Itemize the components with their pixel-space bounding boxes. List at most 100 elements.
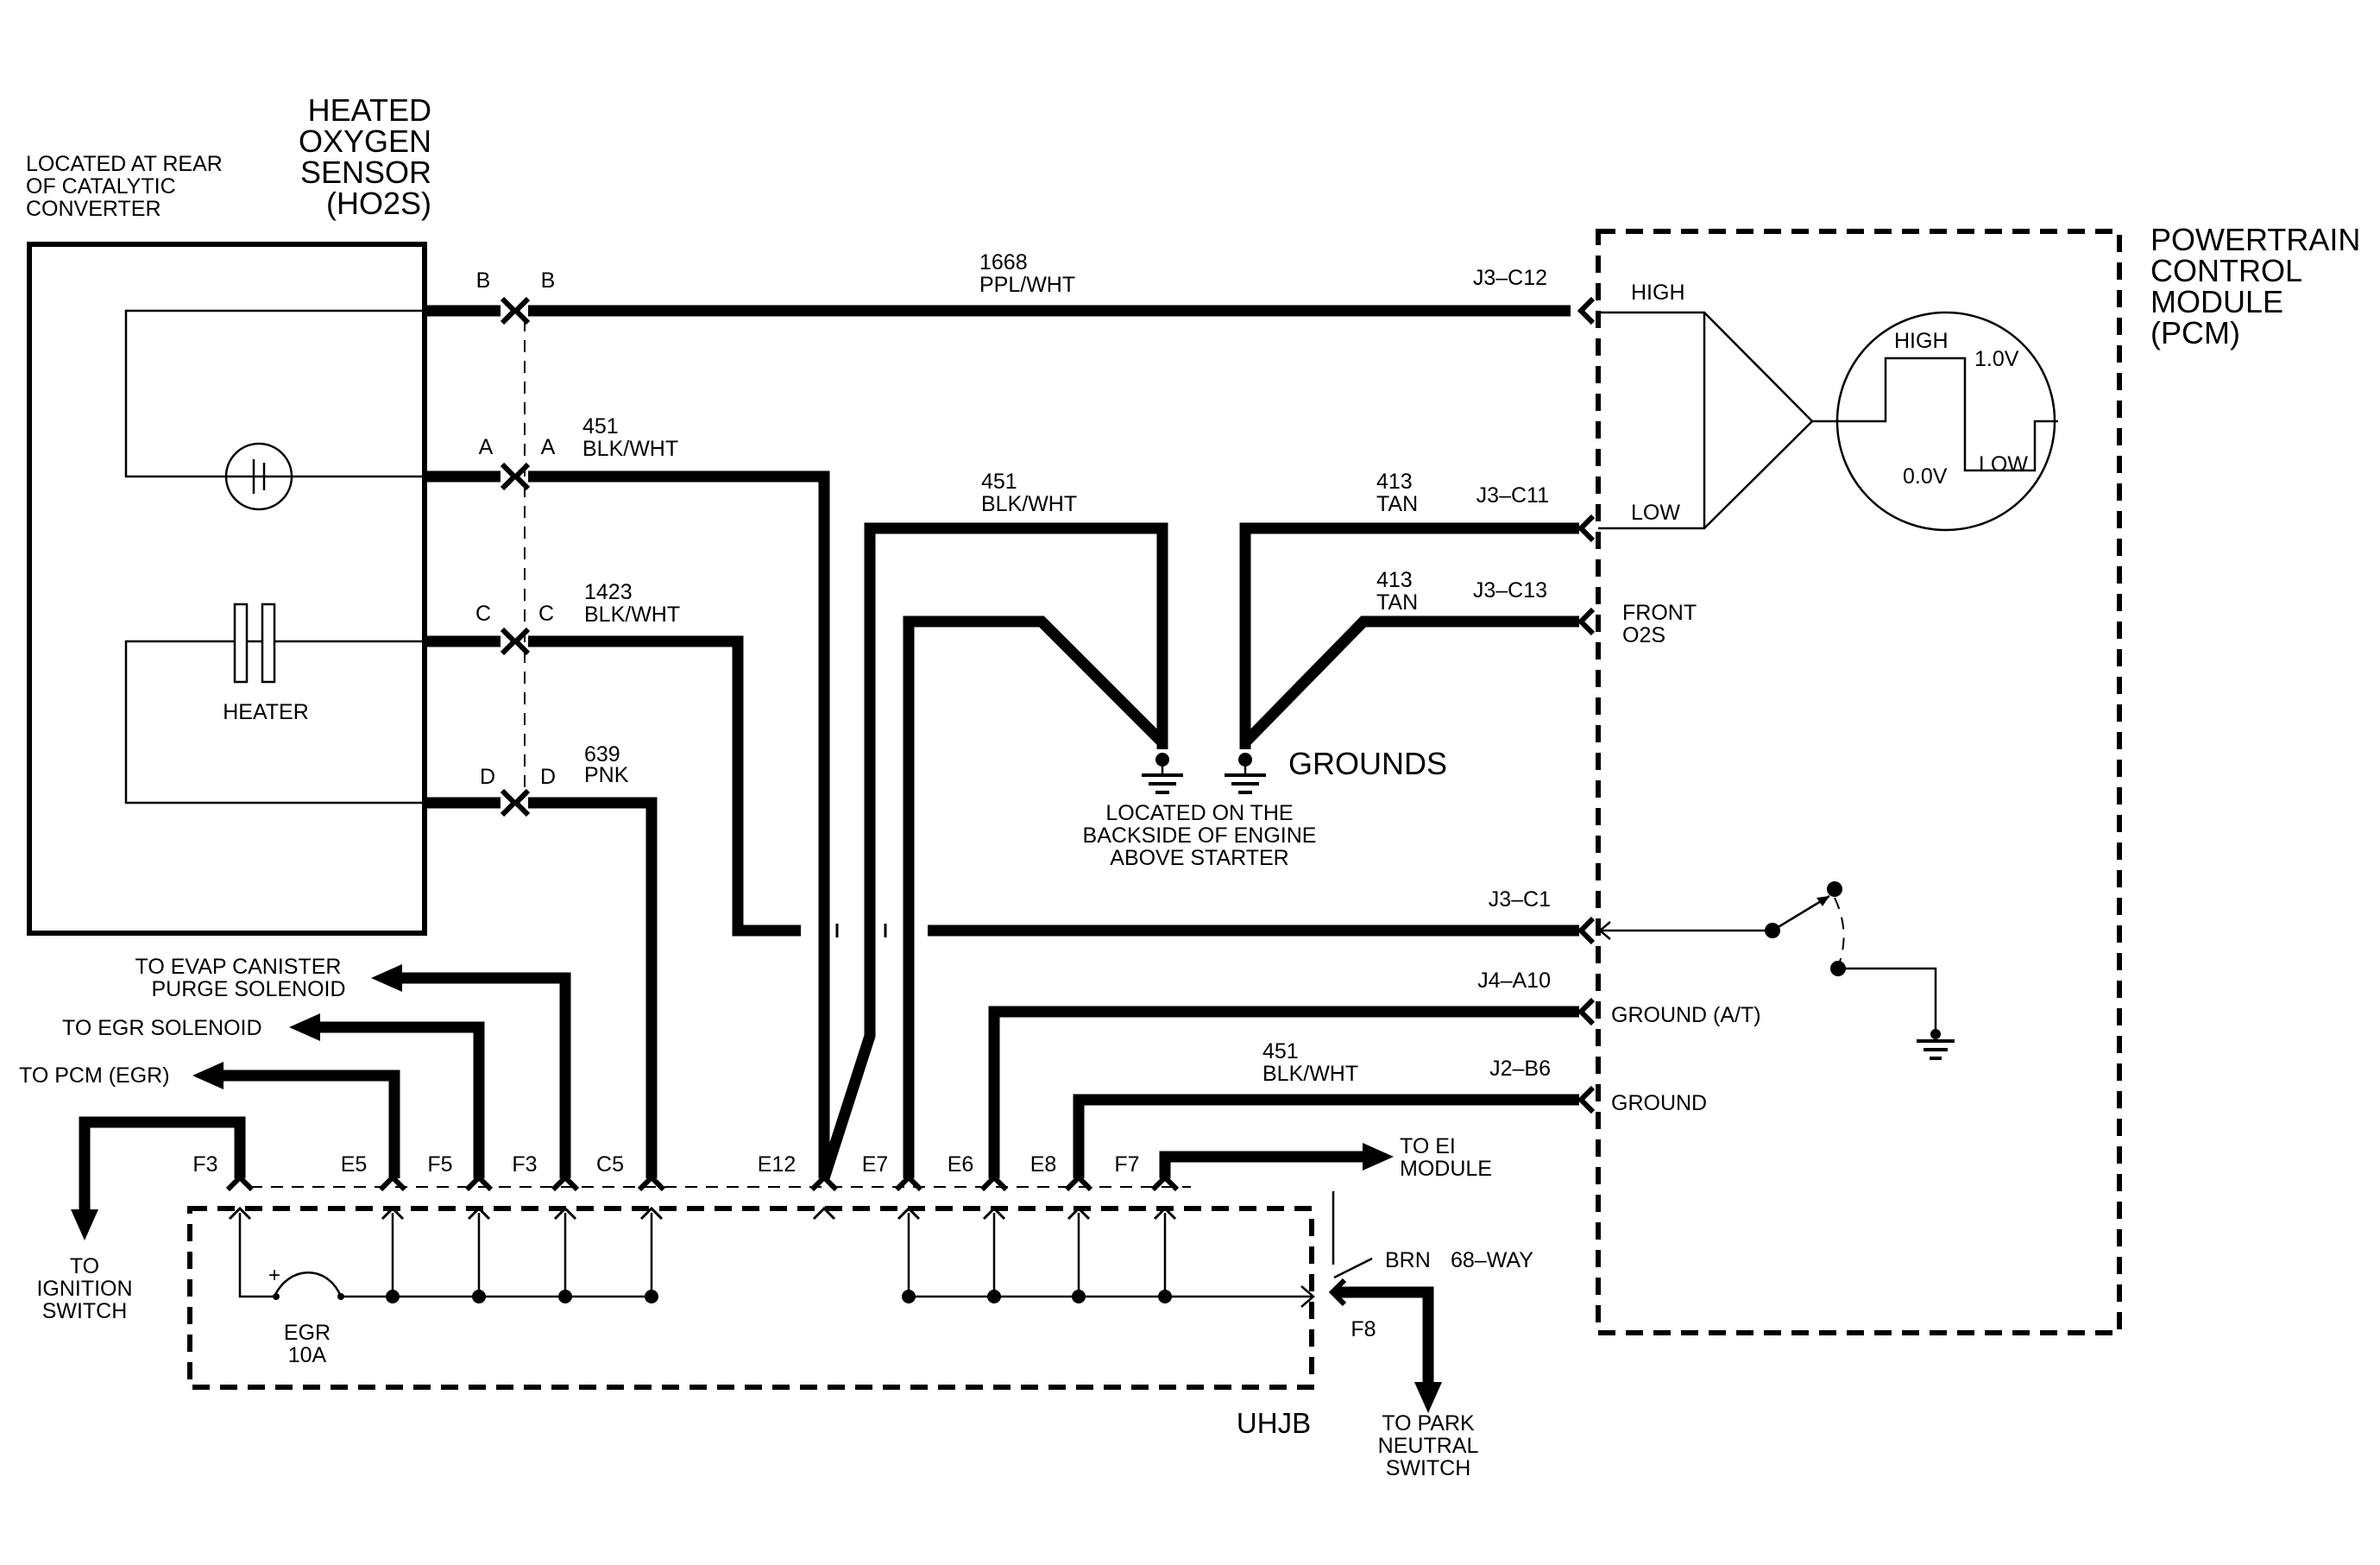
conn-j3-c13: J3–C13 (1473, 578, 1547, 603)
to-pcm-egr-label: TO PCM (EGR) (19, 1063, 170, 1088)
uhjb-terminal-chevrons (225, 1173, 1180, 1192)
terminal-e6: E6 (948, 1152, 974, 1177)
scope-high-label: HIGH (1894, 329, 1949, 353)
pcm-title: POWERTRAIN CONTROL MODULE (PCM) (2150, 222, 2360, 350)
svg-text:TO: TO (70, 1254, 99, 1278)
conn-j4-a10: J4–A10 (1477, 969, 1551, 993)
uhjb-internal-bus-left (238, 1213, 653, 1298)
brn-leader (1333, 1257, 1373, 1279)
pin-letter-d: D (540, 765, 556, 789)
uhjb-splice-dots (386, 1290, 658, 1303)
arrow-to-egr-solenoid-icon (289, 1013, 320, 1041)
wire-413-b (1243, 615, 1579, 745)
wire-413b-color: TAN (1376, 590, 1418, 615)
pin-letter-d: D (480, 765, 495, 789)
to-ei-module-label: MODULE (1400, 1157, 1492, 1181)
heater-element-symbol (233, 603, 276, 684)
pin-letter-c: C (538, 602, 554, 626)
svg-text:(HO2S): (HO2S) (326, 186, 431, 221)
fuse-rating: 10A (288, 1343, 327, 1367)
wire-451b-color: BLK/WHT (981, 492, 1077, 516)
to-evap-label: PURGE SOLENOID (151, 977, 345, 1001)
wire-1668-color: PPL/WHT (979, 273, 1075, 297)
f8-connector-chevron (1328, 1278, 1347, 1307)
wire-413-a (1239, 522, 1579, 749)
to-ei-module-label: TO EI (1400, 1134, 1456, 1158)
pcm-input-ground-at: GROUND (A/T) (1611, 1003, 1761, 1027)
svg-text:POWERTRAIN: POWERTRAIN (2150, 222, 2360, 257)
sensor-box (27, 242, 427, 936)
svg-text:HEATED: HEATED (308, 92, 431, 128)
conn-j3-c11: J3–C11 (1476, 483, 1549, 508)
ground-symbol (1225, 753, 1266, 794)
wire-413a-color: TAN (1376, 492, 1418, 516)
svg-text:CONTROL: CONTROL (2150, 253, 2302, 288)
fuse-plus: + (268, 1264, 280, 1287)
pcm-ground-switch (1598, 881, 1955, 1060)
pin-letter-b: B (476, 268, 491, 293)
svg-text:NEUTRAL: NEUTRAL (1378, 1434, 1479, 1458)
egr-fuse-icon (273, 1272, 343, 1297)
wire-1423 (528, 635, 801, 937)
arrow-to-evap-icon (371, 964, 402, 992)
grounds-label: GROUNDS (1288, 746, 1447, 781)
svg-text:ABOVE STARTER: ABOVE STARTER (1110, 846, 1288, 870)
wire-1668-number: 1668 (979, 250, 1028, 275)
terminal-f7: F7 (1114, 1152, 1139, 1177)
pcm-input-low: LOW (1631, 501, 1680, 525)
wire-451-a (528, 470, 830, 1178)
conn-j3-c1: J3–C1 (1489, 887, 1551, 912)
wire-to-ei-module (1159, 1151, 1368, 1178)
wire-to-park-neutral (1334, 1286, 1434, 1385)
wire-451c-color: BLK/WHT (1262, 1062, 1358, 1086)
ground-symbol (1142, 753, 1183, 794)
terminal-e8: E8 (1030, 1152, 1057, 1177)
arrow-to-ignition-icon (71, 1209, 98, 1240)
pin-letter-c: C (475, 602, 491, 626)
sensor-element-symbol (224, 442, 293, 511)
to-evap-label: TO EVAP CANISTER (135, 955, 342, 979)
pcm-box (1596, 229, 2122, 1335)
svg-text:IGNITION: IGNITION (36, 1277, 132, 1301)
arrow-to-pcm-egr-icon (192, 1062, 224, 1089)
uhjb-inner-chevrons (228, 1206, 1177, 1221)
sensor-location-note: LOCATED AT REAR OF CATALYTIC CONVERTER (26, 152, 223, 221)
svg-text:OXYGEN: OXYGEN (299, 123, 431, 159)
svg-text:SWITCH: SWITCH (42, 1299, 128, 1323)
fuse-name: EGR (284, 1321, 331, 1345)
wire-451c-number: 451 (1262, 1039, 1299, 1063)
uhjb-label: UHJB (1237, 1407, 1311, 1439)
wire-1423-color: BLK/WHT (584, 603, 680, 627)
wire-to-egr-solenoid (315, 1021, 485, 1178)
terminal-f5: F5 (427, 1152, 452, 1177)
svg-text:BACKSIDE OF ENGINE: BACKSIDE OF ENGINE (1083, 824, 1317, 848)
connector-color: BRN (1385, 1248, 1431, 1272)
terminal-f3: F3 (192, 1152, 217, 1177)
wire-to-pcm-egr (218, 1070, 400, 1178)
terminal-e12: E12 (758, 1152, 796, 1177)
wire-639 (528, 797, 658, 1178)
pin-letter-a: A (541, 435, 556, 459)
uhjb-internal-bus-right (907, 1213, 1312, 1298)
sensor-connector-chevrons (500, 296, 531, 817)
conn-j2-b6: J2–B6 (1489, 1057, 1551, 1081)
sensor-element-circuit (124, 309, 425, 478)
arrow-to-ei-module-icon (1363, 1143, 1394, 1171)
terminal-c5: C5 (596, 1152, 624, 1177)
svg-text:SENSOR: SENSOR (300, 155, 431, 190)
pcm-input-front-o2s: O2S (1622, 623, 1665, 647)
svg-text:(PCM): (PCM) (2150, 315, 2240, 350)
pcm-connector-chevrons (1577, 296, 1596, 1114)
scope-0v-label: 0.0V (1903, 464, 1948, 489)
to-egr-solenoid-label: TO EGR SOLENOID (62, 1016, 262, 1040)
wire-e7-ground (903, 615, 1165, 1178)
wire-413b-number: 413 (1376, 568, 1413, 592)
pcm-input-high: HIGH (1631, 281, 1685, 305)
pin-letter-a: A (479, 435, 494, 459)
to-ignition-label: TO IGNITION SWITCH (36, 1254, 132, 1323)
wire-451a-color: BLK/WHT (582, 437, 678, 461)
comparator-amplifier (1598, 311, 1814, 530)
wire-451b-number: 451 (981, 470, 1017, 494)
sensor-title: HEATED OXYGEN SENSOR (HO2S) (299, 92, 431, 221)
